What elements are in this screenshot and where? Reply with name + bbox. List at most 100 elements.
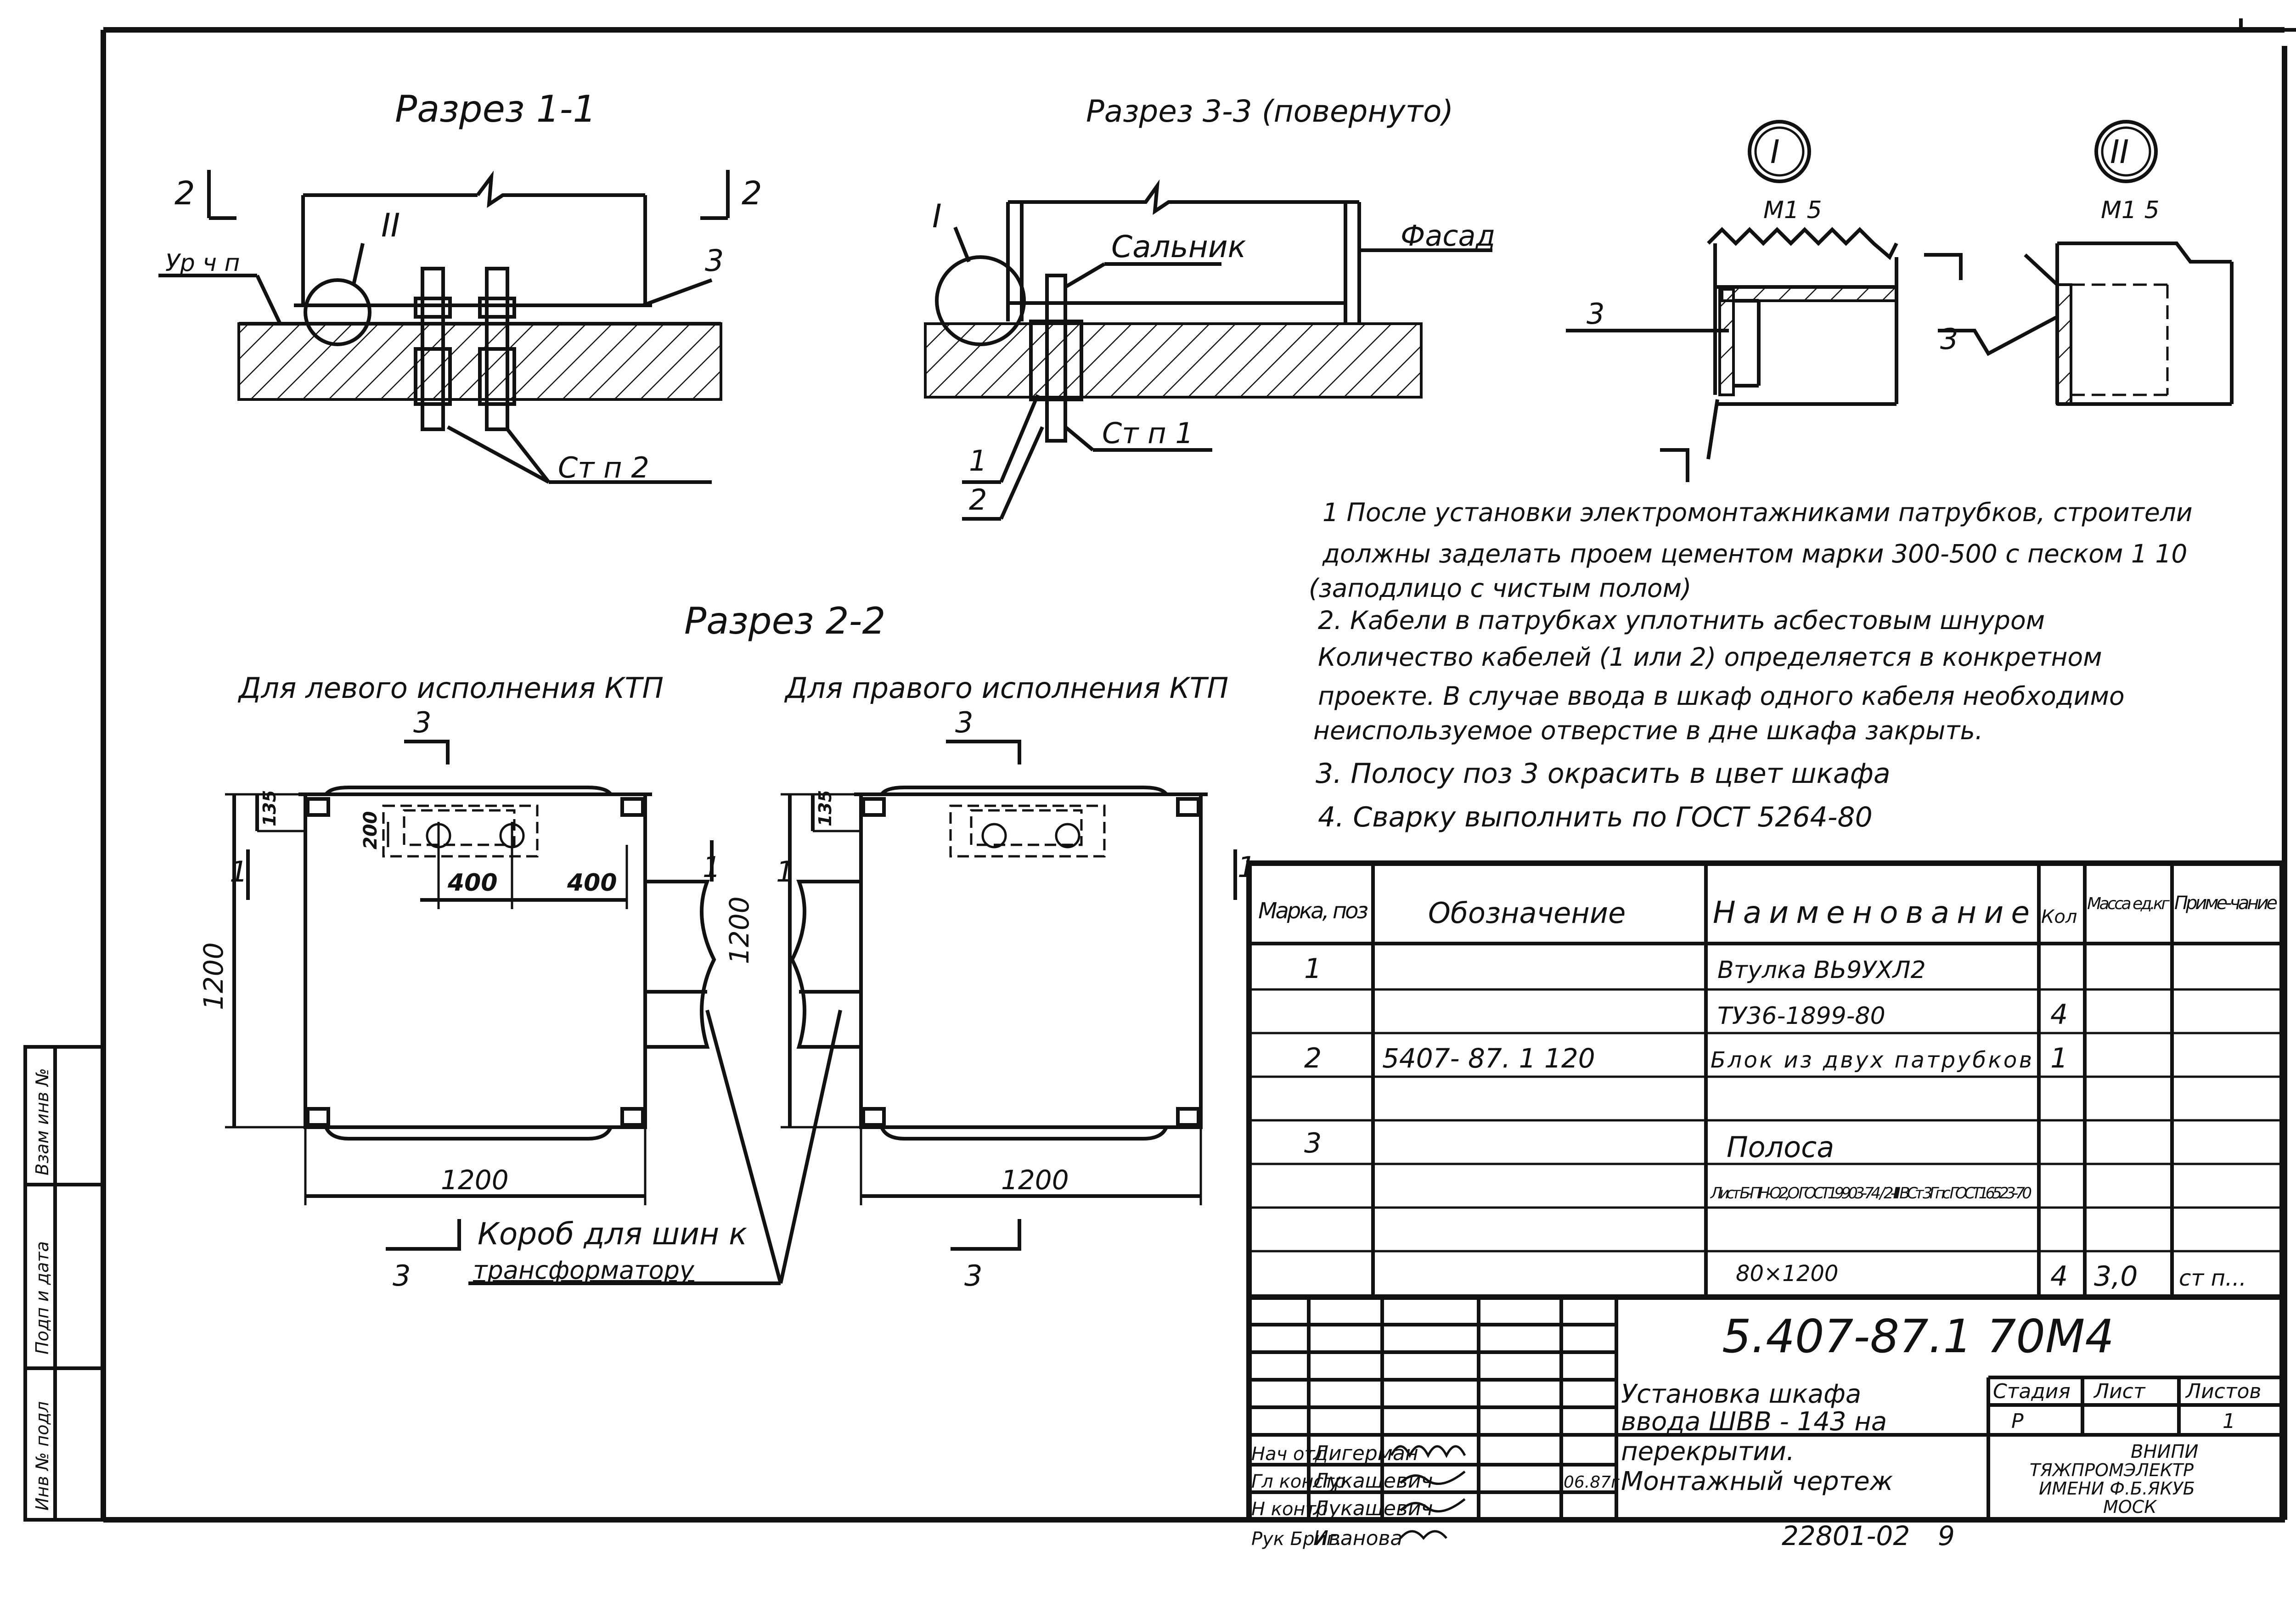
sheets-value: 1 [2223, 1410, 2235, 1433]
th-mark: Марка, поз [1258, 898, 1368, 924]
note-9: 4. Сварку выполнить по ГОСТ 5264-80 [1318, 801, 1873, 833]
section-2-2-title: Разрез 2-2 [684, 600, 885, 642]
role-1: Нач отд [1251, 1444, 1328, 1465]
cut-1-left-b: 1 [230, 855, 248, 888]
signer-4: Иванова [1313, 1527, 1402, 1550]
pos-1-s33: 1 [969, 444, 987, 478]
stud-2-label: Ст п 2 [558, 451, 649, 484]
r5-name: Полоса [1727, 1130, 1834, 1164]
node-1-marker [935, 255, 1026, 346]
r3-name: Блок из двух патрубков [1711, 1047, 2032, 1073]
note-7: неиспользуемое отверстие в дне шкафа зак… [1313, 716, 1983, 745]
node-2-label: II [381, 207, 400, 244]
th-name: Наименование [1713, 895, 2030, 930]
right-cabinet-plan: 1200 135 1200 3 3 1 1 [724, 706, 1255, 1292]
node-2-pos: 3 [1940, 322, 1958, 356]
node-1-label: I [932, 197, 942, 235]
stud-pair-1-1 [414, 267, 516, 431]
r7-qty: 4 [2050, 1260, 2068, 1292]
doc-name-3: перекрытии. [1621, 1437, 1795, 1467]
signatures [1390, 1445, 1466, 1540]
r6-name: Лист Б-ПН-О2,О ГОСТ19903-74 / 2-III ВСт … [1710, 1184, 2032, 1203]
r3-qty: 1 [2050, 1042, 2068, 1074]
facade-label: Фасад [1401, 219, 1495, 253]
doc-code: 5.407-87.1 70М4 [1722, 1309, 2114, 1363]
floor-level-label: Ур ч п [165, 249, 240, 277]
note-6: проекте. В случае ввода в шкаф одного ка… [1318, 681, 2125, 711]
gland-label: Сальник [1111, 229, 1246, 264]
node-1-detail: I М1 5 3 [1566, 120, 1898, 482]
cut-3-left-bottom: 3 [393, 1259, 411, 1292]
sheet-header: Лист [2093, 1380, 2146, 1403]
node-1-pos: 3 [1587, 297, 1604, 331]
dim-135-left: 135 [259, 790, 280, 826]
r2-qty: 4 [2050, 999, 2068, 1031]
pos-2-s33: 2 [969, 483, 987, 517]
signer-3: Лукашевич [1312, 1497, 1433, 1520]
side-stamp-b: Подп и дата [32, 1241, 52, 1354]
side-stamp: Взам инв № Подп и дата Инв № подл [23, 1045, 105, 1522]
dim-200: 200 [360, 811, 381, 850]
r7-name: 80×1200 [1736, 1261, 1838, 1287]
section-3-3-title: Разрез 3-3 (повернуто) [1086, 94, 1453, 129]
node-2-marker [304, 278, 371, 346]
node-1-detail-label: I [1770, 133, 1780, 171]
r1-name: Втулка ВЬ9УХЛ2 [1717, 956, 1926, 984]
r7-mass: 3,0 [2094, 1260, 2138, 1292]
section-3-3: Разрез 3-3 (повернуто) I Сальник Фасад С… [924, 94, 1495, 521]
sign-date: 06.87г [1564, 1473, 1620, 1492]
left-caption: Для левого исполнения КТП [237, 671, 664, 705]
dim-400-a: 400 [447, 869, 498, 897]
archive-number: 22801-02 [1782, 1520, 1910, 1551]
org-line-4: МОСК [2103, 1497, 2157, 1517]
node-2-detail-label: II [2110, 133, 2129, 171]
th-designation: Обозначение [1428, 896, 1626, 930]
node-2-detail: II М1 5 3 [1924, 120, 2234, 406]
dim-400-b: 400 [567, 869, 617, 897]
r2-name: ТУ36-1899-80 [1717, 1002, 1885, 1030]
left-cabinet-plan: 400 400 200 1200 135 1200 3 3 1 [198, 706, 720, 1292]
bus-box-label-2: трансформатору [473, 1256, 695, 1285]
cut-3-left-top: 3 [413, 706, 431, 739]
r3-designation: 5407- 87. 1 120 [1382, 1043, 1595, 1074]
section-1-1-title: Разрез 1-1 [395, 88, 596, 130]
org-line-3: ИМЕНИ Ф.Б.ЯКУБ [2039, 1478, 2195, 1499]
sheets-header: Листов [2185, 1380, 2261, 1403]
role-4: Рук Бриг. [1251, 1528, 1342, 1550]
section-2-2: Разрез 2-2 Для левого исполнения КТП Для… [198, 600, 1255, 1292]
stage-header: Стадия [1993, 1380, 2071, 1403]
org-line-1: ВНИПИ [2131, 1441, 2198, 1462]
bus-box-callout: Короб для шин к трансформатору [468, 1009, 842, 1285]
role-3: Н контр [1251, 1499, 1328, 1520]
note-5: Количество кабелей (1 или 2) определяетс… [1318, 642, 2102, 672]
note-4: 2. Кабели в патрубках уплотнить асбестов… [1318, 606, 2045, 635]
note-3: (заподлицо с чистым полом) [1309, 573, 1692, 603]
note-8: 3. Полосу поз 3 окрасить в цвет шкафа [1316, 758, 1891, 790]
dim-1200-v-left: 1200 [198, 942, 229, 1010]
th-qty: Кол [2041, 906, 2077, 927]
r1-mark: 1 [1304, 953, 1322, 985]
signer-1: Лигерман [1312, 1442, 1418, 1465]
mark-2-right: 2 [742, 174, 762, 212]
bus-box-label: Короб для шин к [478, 1216, 747, 1252]
r7-note: ст п... [2179, 1265, 2246, 1291]
spec-table: Марка, поз Обозначение Наименование Кол … [1246, 860, 2285, 1300]
notes: 1 После установки электромонтажниками па… [1309, 498, 2193, 833]
signer-2: Лукашевич [1312, 1469, 1433, 1493]
cut-3-right-bottom: 3 [964, 1259, 982, 1292]
cut-3-right-top: 3 [955, 706, 973, 739]
dim-135-right: 135 [815, 790, 835, 826]
r5-mark: 3 [1304, 1127, 1322, 1159]
node-1-scale: М1 5 [1763, 197, 1822, 224]
org-line-2: ТЯЖПРОМЭЛЕКТР [2030, 1460, 2194, 1480]
side-stamp-a: Взам инв № [32, 1068, 52, 1175]
doc-name-4: Монтажный чертеж [1621, 1467, 1893, 1496]
dim-1200-h-left: 1200 [441, 1164, 509, 1196]
th-mass: Масса ед.кг [2087, 894, 2170, 913]
title-block: 5.407-87.1 70М4 Установка шкафа ввода ШВ… [1246, 1294, 2285, 1551]
right-caption: Для правого исполнения КТП [784, 671, 1228, 705]
r3-mark: 2 [1304, 1042, 1322, 1074]
doc-name-1: Установка шкафа [1621, 1379, 1861, 1409]
side-stamp-c: Инв № подл [32, 1401, 52, 1511]
